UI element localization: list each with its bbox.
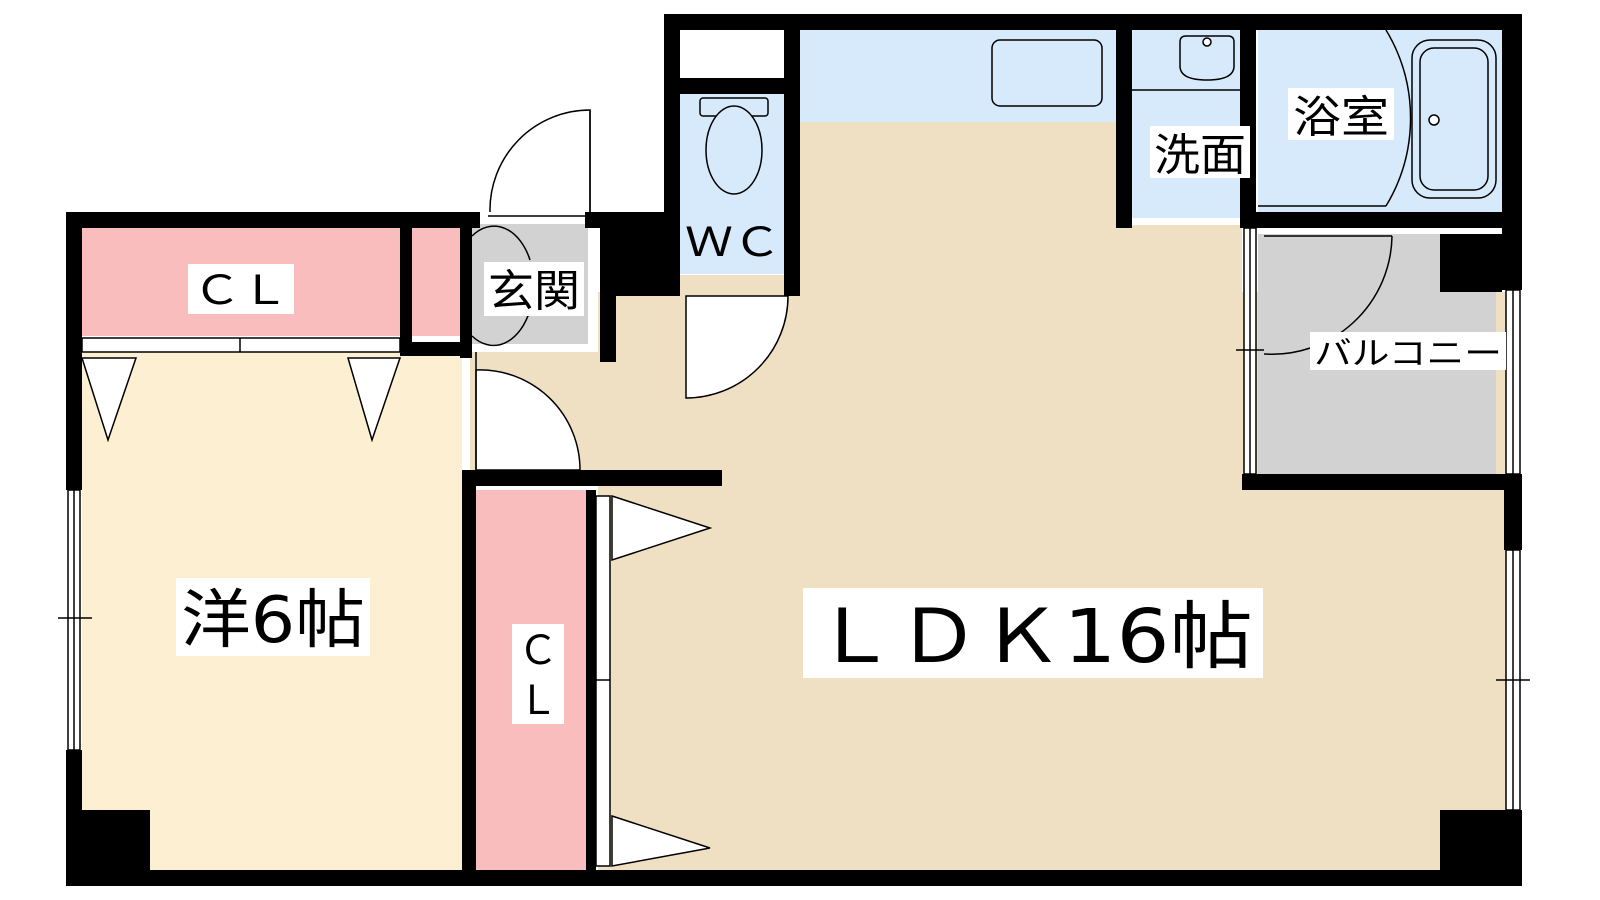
entrance-label: 玄関 [488,266,580,317]
wc-label: ＷＣ [685,220,781,266]
closet-small-floor [412,228,460,336]
ldk-label: ＬＤＫ16帖 [813,594,1253,680]
closet-top-label-bg [188,264,294,314]
closet-mid-label-c: Ｃ [518,628,558,674]
entrance-inner-door [471,225,531,347]
balcony-label: バルコニー [1314,334,1502,372]
closet-doors [80,337,713,867]
hall-door-swing [475,369,581,471]
balcony-label-bg [1310,332,1506,370]
wash-basin-icon [1179,35,1235,81]
fixtures [699,35,1497,199]
balcony-corner-fill [1440,234,1502,292]
closet-top-label: ＣＬ [193,268,289,314]
washroom-label: 洗面 [1154,130,1246,181]
kitchen-sink-icon [991,39,1103,107]
doors [471,29,1412,471]
balcony-door-swing [1263,235,1393,356]
western-label-bg [176,578,370,656]
closet-mid-label-bg [512,624,564,724]
closet-mid-label-l: Ｌ [518,678,558,724]
entrance-label-bg [484,262,584,316]
bathroom-label-bg [1288,88,1394,140]
washroom-label-bg [1150,126,1250,178]
toilet-bowl-icon [705,105,763,195]
ldk-floor-upper [800,122,1118,322]
ldk-label-bg [803,588,1263,678]
bath-door-swing [1385,29,1412,207]
front-door-swing [489,109,591,213]
windows [58,227,1530,811]
walls [66,14,1522,886]
room-labels: ＬＤＫ16帖 洋6帖 ＣＬ Ｃ Ｌ 玄関 ＷＣ 洗面 浴室 バルコニー [176,88,1506,724]
bathroom-label: 浴室 [1293,92,1389,143]
western-label: 洋6帖 [181,584,365,658]
wc-door-swing [685,295,789,399]
